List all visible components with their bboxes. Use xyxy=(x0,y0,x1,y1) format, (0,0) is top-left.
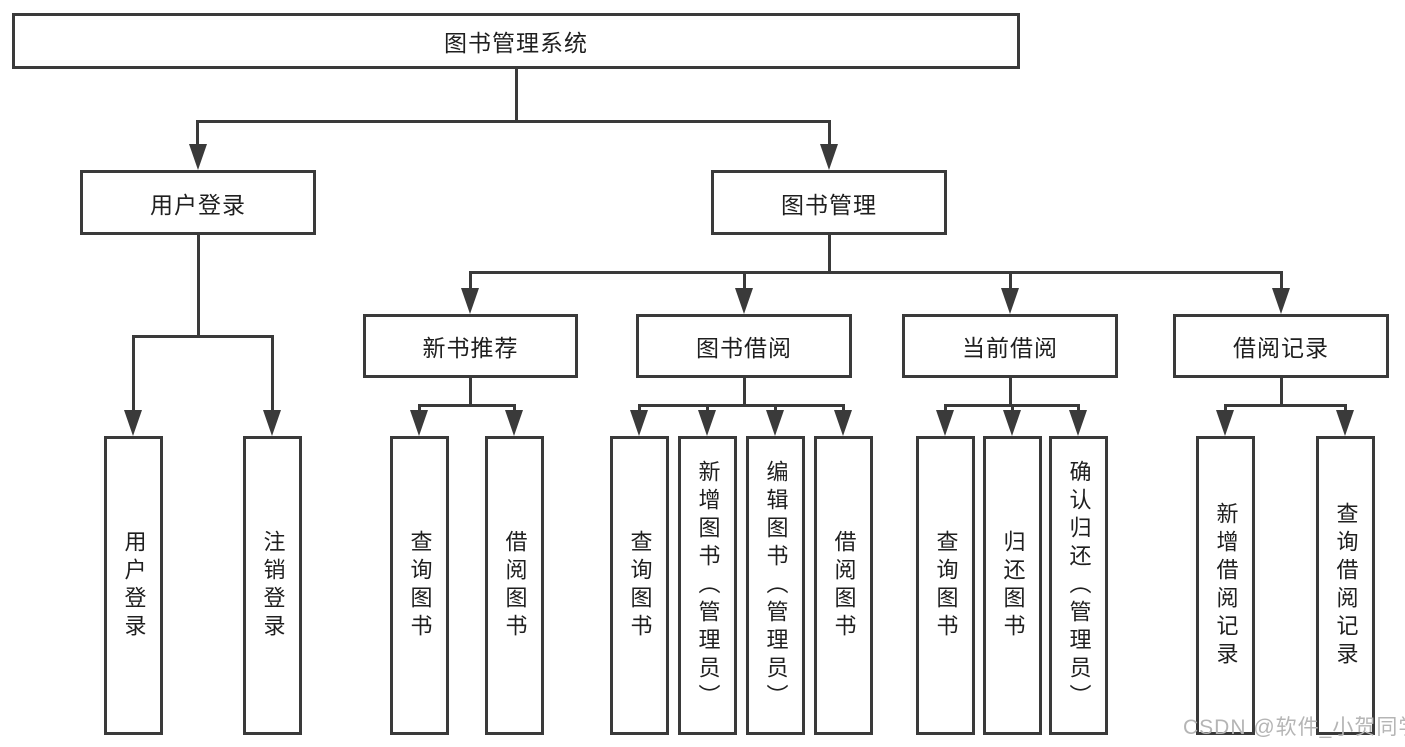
node-library-management-system: 图书管理系统 xyxy=(12,13,1020,69)
connector-line xyxy=(271,335,274,412)
leaf-confirm-return-admin: 确认归还（管理员） xyxy=(1049,436,1108,735)
arrow-down-icon xyxy=(124,410,142,436)
leaf-borrow-books-recommend: 借阅图书 xyxy=(485,436,544,735)
connector-line xyxy=(828,120,831,146)
arrow-down-icon xyxy=(1272,288,1290,314)
connector-line xyxy=(196,120,199,146)
leaf-query-books-current: 查询图书 xyxy=(916,436,975,735)
connector-line xyxy=(828,235,831,271)
connector-line xyxy=(1011,404,1014,412)
connector-line xyxy=(842,404,845,412)
csdn-watermark: CSDN @软件_小贺同学 xyxy=(1183,716,1405,739)
arrow-down-icon xyxy=(1336,410,1354,436)
connector-line xyxy=(132,335,135,412)
connector-line xyxy=(638,404,845,407)
connector-line xyxy=(774,404,777,412)
leaf-query-books-recommend: 查询图书 xyxy=(390,436,449,735)
connector-line xyxy=(196,120,830,123)
arrow-down-icon xyxy=(189,144,207,170)
node-new-book-recommend: 新书推荐 xyxy=(363,314,578,378)
leaf-add-borrow-record: 新增借阅记录 xyxy=(1196,436,1255,735)
leaf-query-borrow-record: 查询借阅记录 xyxy=(1316,436,1375,735)
leaf-borrow-books-borrowing: 借阅图书 xyxy=(814,436,873,735)
arrow-down-icon xyxy=(1069,410,1087,436)
connector-line xyxy=(1077,404,1080,412)
leaf-add-book-admin: 新增图书（管理员） xyxy=(678,436,737,735)
connector-line xyxy=(1224,404,1227,412)
leaf-logout: 注销登录 xyxy=(243,436,302,735)
leaf-return-book: 归还图书 xyxy=(983,436,1042,735)
arrow-down-icon xyxy=(820,144,838,170)
leaf-query-books-borrowing: 查询图书 xyxy=(610,436,669,735)
node-book-management: 图书管理 xyxy=(711,170,947,235)
connector-line xyxy=(743,378,746,404)
node-borrowing-records: 借阅记录 xyxy=(1173,314,1389,378)
arrow-down-icon xyxy=(263,410,281,436)
connector-line xyxy=(1009,378,1012,404)
connector-line xyxy=(1280,378,1283,404)
connector-line xyxy=(944,404,947,412)
connector-line xyxy=(513,404,516,412)
leaf-edit-book-admin: 编辑图书（管理员） xyxy=(746,436,805,735)
arrow-down-icon xyxy=(1216,410,1234,436)
arrow-down-icon xyxy=(505,410,523,436)
arrow-down-icon xyxy=(698,410,716,436)
arrow-down-icon xyxy=(766,410,784,436)
node-current-borrowing: 当前借阅 xyxy=(902,314,1118,378)
connector-line xyxy=(197,235,200,335)
connector-line xyxy=(515,69,518,120)
connector-line xyxy=(418,404,516,407)
connector-line xyxy=(706,404,709,412)
connector-line xyxy=(638,404,641,412)
connector-line xyxy=(1280,271,1283,290)
connector-line xyxy=(743,271,746,290)
leaf-user-login: 用户登录 xyxy=(104,436,163,735)
arrow-down-icon xyxy=(410,410,428,436)
arrow-down-icon xyxy=(834,410,852,436)
connector-line xyxy=(469,378,472,404)
connector-line xyxy=(1224,404,1346,407)
arrow-down-icon xyxy=(1001,288,1019,314)
arrow-down-icon xyxy=(461,288,479,314)
connector-line xyxy=(1009,271,1012,290)
connector-line xyxy=(1344,404,1347,412)
connector-line xyxy=(471,271,1282,274)
connector-line xyxy=(418,404,421,412)
arrow-down-icon xyxy=(630,410,648,436)
node-user-login: 用户登录 xyxy=(80,170,316,235)
node-book-borrowing: 图书借阅 xyxy=(636,314,852,378)
connector-line xyxy=(132,335,273,338)
arrow-down-icon xyxy=(936,410,954,436)
arrow-down-icon xyxy=(735,288,753,314)
connector-line xyxy=(469,271,472,290)
arrow-down-icon xyxy=(1003,410,1021,436)
